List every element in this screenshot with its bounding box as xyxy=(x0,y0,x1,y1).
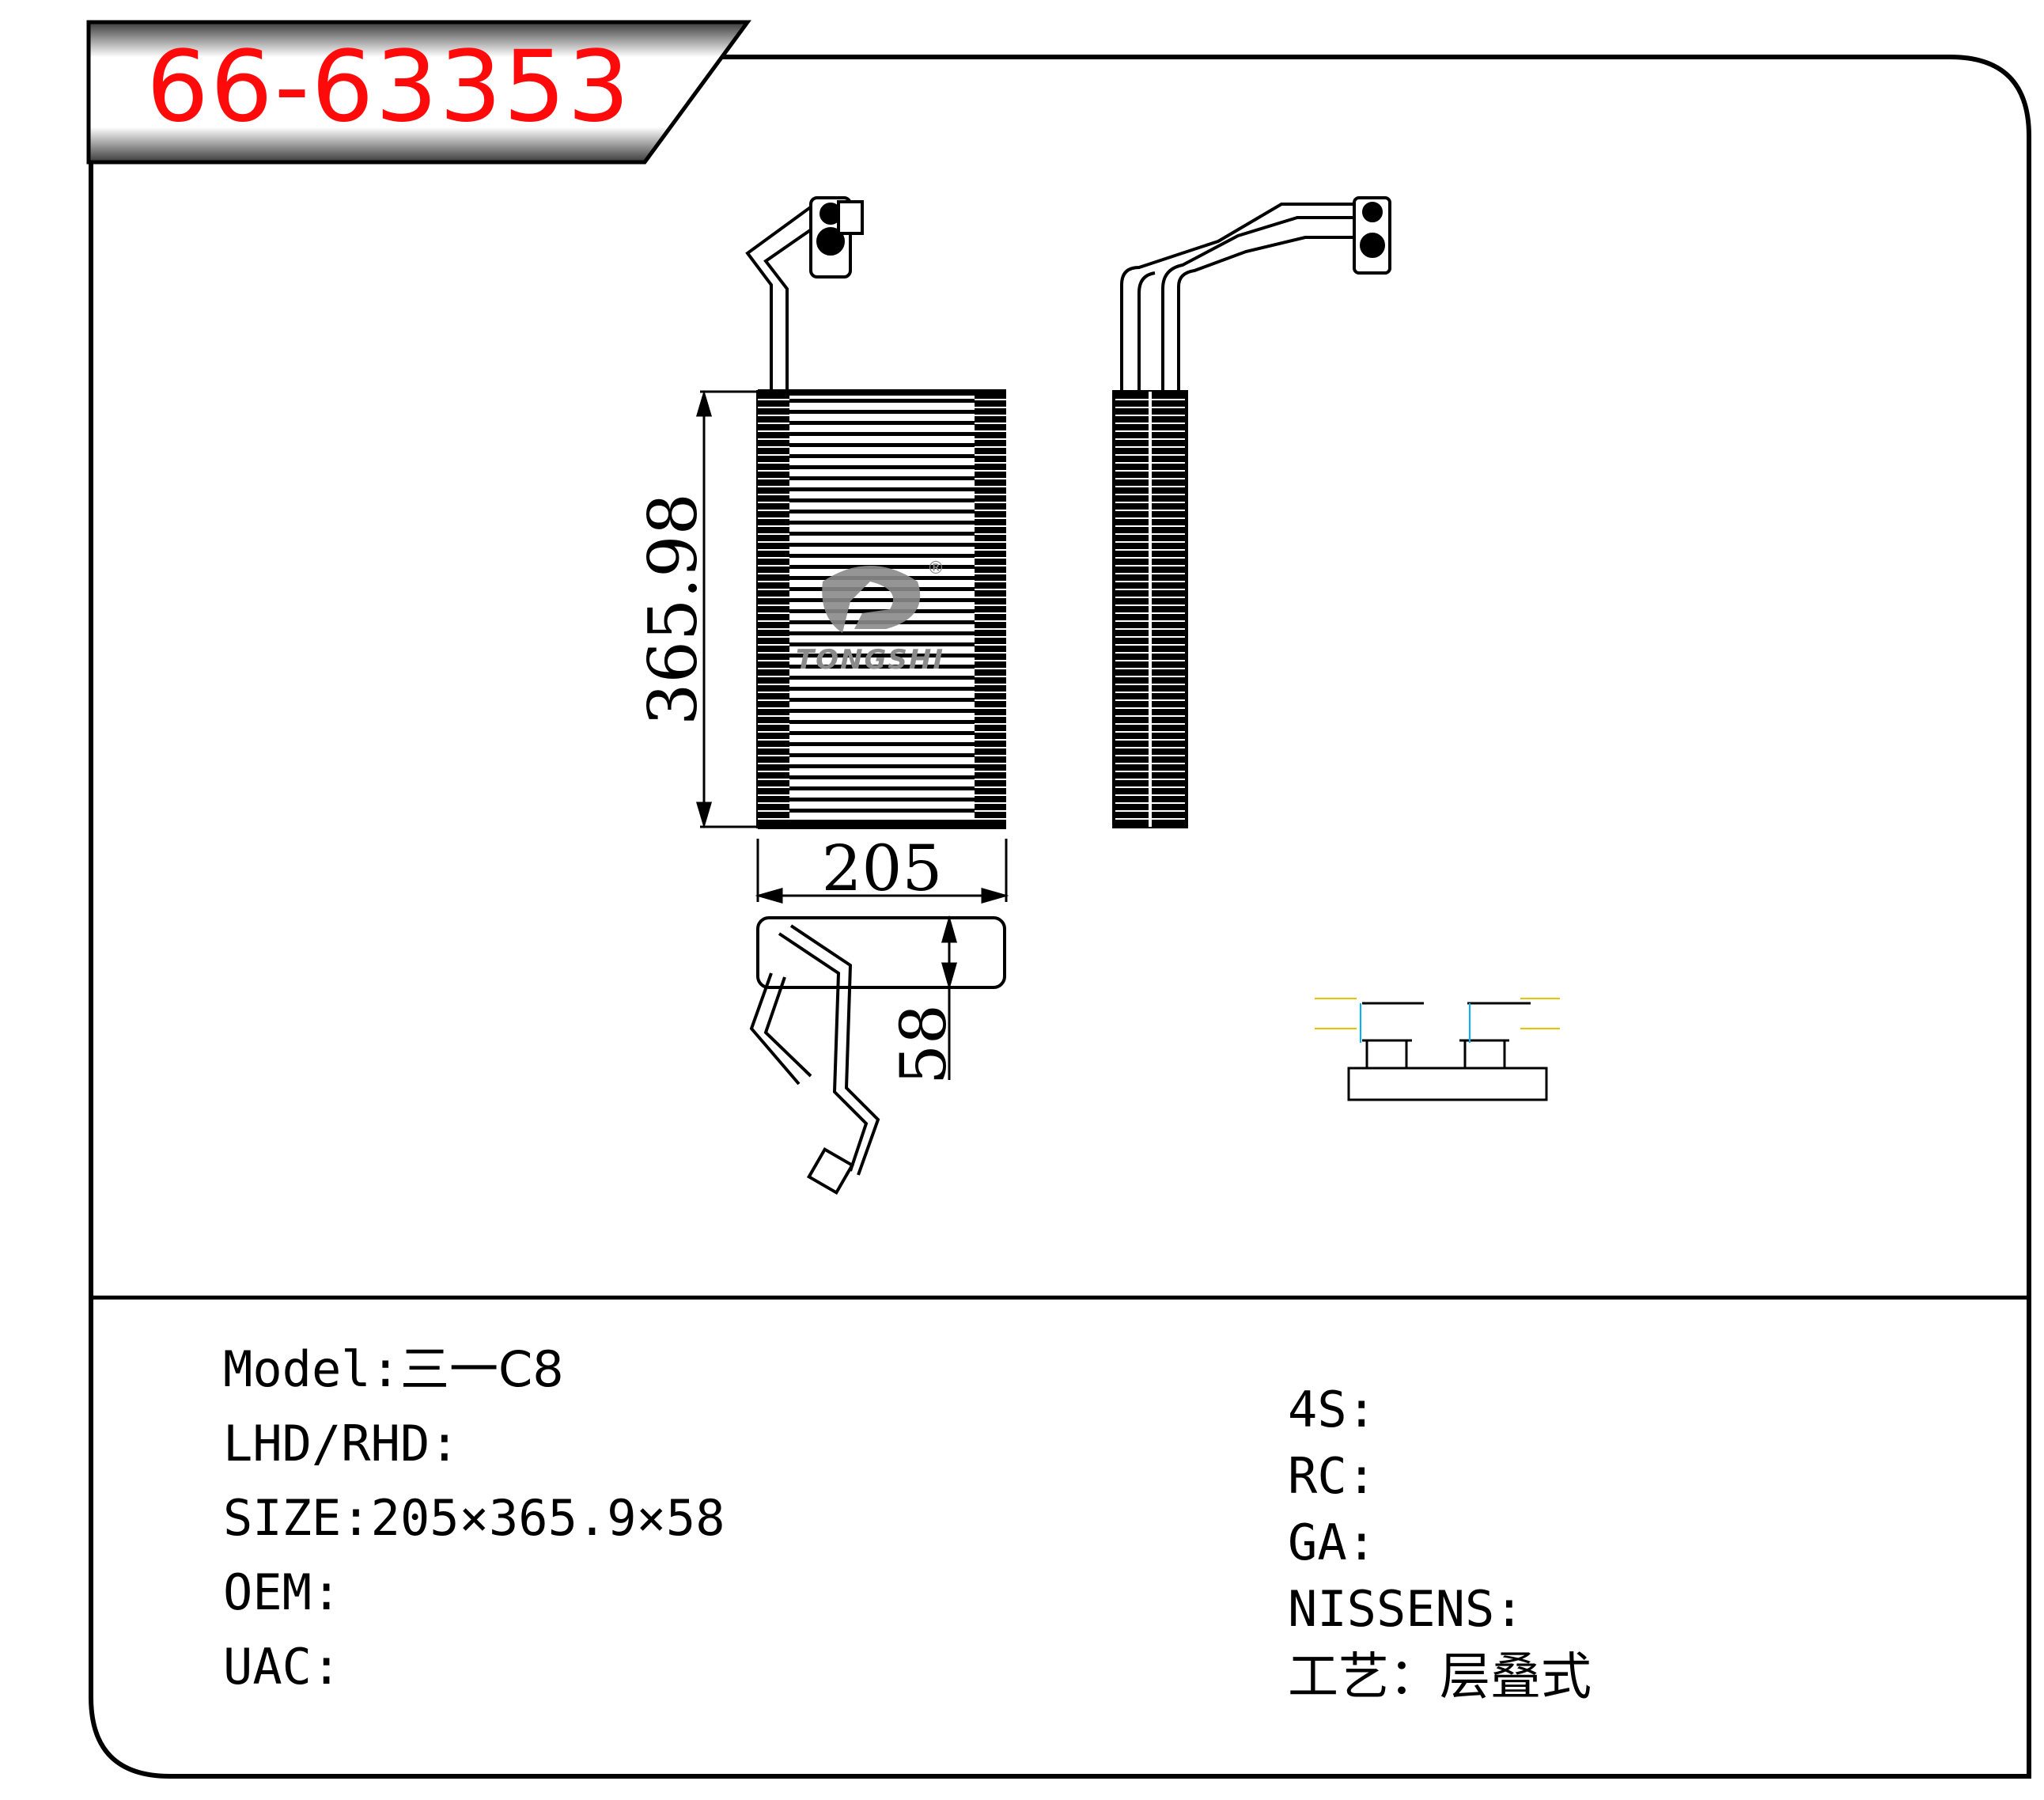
dim-depth-label: 58 xyxy=(887,1004,960,1085)
spec-model: Model:三一C8 xyxy=(223,1342,564,1397)
spec-process-sep: ： xyxy=(1389,1648,1440,1707)
tongshi-logo: TONGSHI ® xyxy=(796,559,944,676)
side-flange xyxy=(1353,196,1391,275)
spec-lhd-rhd-sep: : xyxy=(430,1415,460,1472)
spec-size-value: 205×365.9×58 xyxy=(370,1489,725,1547)
front-flange xyxy=(809,196,864,279)
spec-process-value: 层叠式 xyxy=(1440,1648,1592,1707)
dimension-lines xyxy=(695,389,1009,1080)
spec-size-label: SIZE xyxy=(223,1489,342,1547)
spec-uac-label: UAC xyxy=(223,1638,312,1696)
spec-size-sep: : xyxy=(341,1489,371,1547)
spec-uac-sep: : xyxy=(311,1638,342,1696)
connector-detail xyxy=(1347,1002,1548,1101)
spec-oem: OEM: xyxy=(223,1565,341,1620)
spec-oem-label: OEM xyxy=(223,1563,312,1621)
spec-model-sep: : xyxy=(370,1340,400,1398)
outer-frame xyxy=(89,55,2031,1779)
spec-ga-label: GA xyxy=(1288,1514,1347,1571)
spec-process-label: 工艺 xyxy=(1288,1648,1389,1707)
connector-dim-ticks xyxy=(1315,998,1560,1043)
header-tab xyxy=(86,20,751,165)
spec-rc: RC: xyxy=(1288,1449,1376,1504)
tongshi-logo-text: TONGSHI xyxy=(796,644,944,676)
spec-model-value: 三一C8 xyxy=(399,1340,564,1398)
spec-4s-label: 4S xyxy=(1288,1381,1347,1438)
spec-ga-sep: : xyxy=(1346,1514,1376,1571)
spec-uac: UAC: xyxy=(223,1639,341,1695)
dim-width-label: 205 xyxy=(822,832,943,905)
spec-lhd-rhd-label: LHD/RHD xyxy=(223,1415,430,1472)
spec-4s: 4S: xyxy=(1288,1382,1376,1438)
spec-oem-sep: : xyxy=(311,1563,342,1621)
tongshi-logo-mark xyxy=(822,566,921,633)
spec-nissens: NISSENS: xyxy=(1288,1582,1524,1637)
spec-process: 工艺：层叠式 xyxy=(1288,1650,1592,1705)
spec-rc-sep: : xyxy=(1346,1447,1376,1505)
spec-lhd-rhd: LHD/RHD: xyxy=(223,1416,460,1472)
dim-height-label: 365.98 xyxy=(634,493,712,726)
spec-nissens-label: NISSENS xyxy=(1288,1580,1495,1638)
spec-4s-sep: : xyxy=(1346,1381,1376,1438)
side-pipes xyxy=(1120,203,1361,392)
spec-rc-label: RC xyxy=(1288,1447,1347,1505)
spec-nissens-sep: : xyxy=(1494,1580,1524,1638)
spec-ga: GA: xyxy=(1288,1515,1376,1571)
core-side-view xyxy=(1112,390,1188,828)
spec-size: SIZE:205×365.9×58 xyxy=(223,1491,725,1546)
core-plan-view xyxy=(749,916,1006,1196)
part-code: 66-63353 xyxy=(146,30,631,144)
spec-model-label: Model xyxy=(223,1340,371,1398)
registered-mark: ® xyxy=(927,559,944,578)
core-front-view xyxy=(756,389,1006,829)
